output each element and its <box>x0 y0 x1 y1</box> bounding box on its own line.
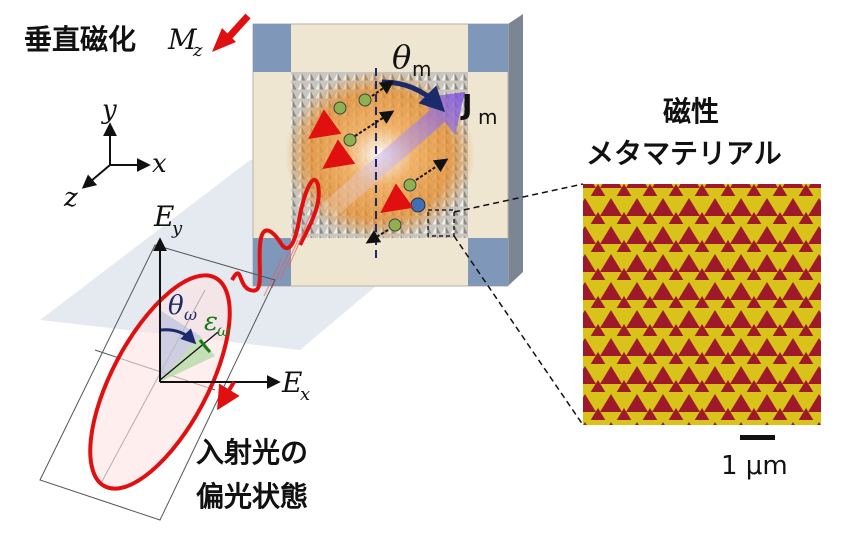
incident-light-line2: 偏光状態 <box>196 480 308 513</box>
magnetization-arrow-icon <box>212 13 251 52</box>
theta-m-subscript: m <box>412 57 431 81</box>
coordinate-axes <box>81 122 151 189</box>
wave-field-lines <box>263 209 313 297</box>
axis-y-label: y <box>101 95 117 125</box>
current-subscript: m <box>478 105 497 129</box>
eps-omega-label: ε <box>204 307 218 337</box>
polarization-diagram <box>39 237 281 521</box>
helical-wave <box>230 177 321 293</box>
zoom-line-bottom <box>453 235 584 426</box>
current-label: J <box>460 88 472 121</box>
theta-m-label: θ <box>392 38 411 76</box>
device-block <box>252 14 523 287</box>
ey-label: E <box>153 200 174 233</box>
metamaterial-micrograph <box>583 184 821 425</box>
scale-bar-label: 1 μm <box>721 451 788 481</box>
zoom-line-top <box>453 183 584 213</box>
ex-subscript: x <box>300 384 310 405</box>
eps-omega-subscript: ω <box>217 321 230 340</box>
axis-z-label: z <box>63 183 78 213</box>
theta-omega-label: θ <box>168 291 184 321</box>
axis-x-label: x <box>152 149 167 179</box>
ex-label: E <box>281 366 302 399</box>
theta-omega-subscript: ω <box>184 305 197 324</box>
scale-bar <box>740 435 775 440</box>
metamaterial-line1: 磁性 <box>663 95 719 128</box>
ey-subscript: y <box>171 218 183 239</box>
magnetization-subscript: z <box>192 40 203 61</box>
current-arrow <box>320 92 465 218</box>
electron-spin-group <box>308 80 449 244</box>
magnetization-symbol: M <box>167 23 198 56</box>
incident-light-line1: 入射光の <box>196 436 308 469</box>
metamaterial-line2: メタマテリアル <box>586 137 782 170</box>
magnetization-label: 垂直磁化 <box>24 23 136 56</box>
